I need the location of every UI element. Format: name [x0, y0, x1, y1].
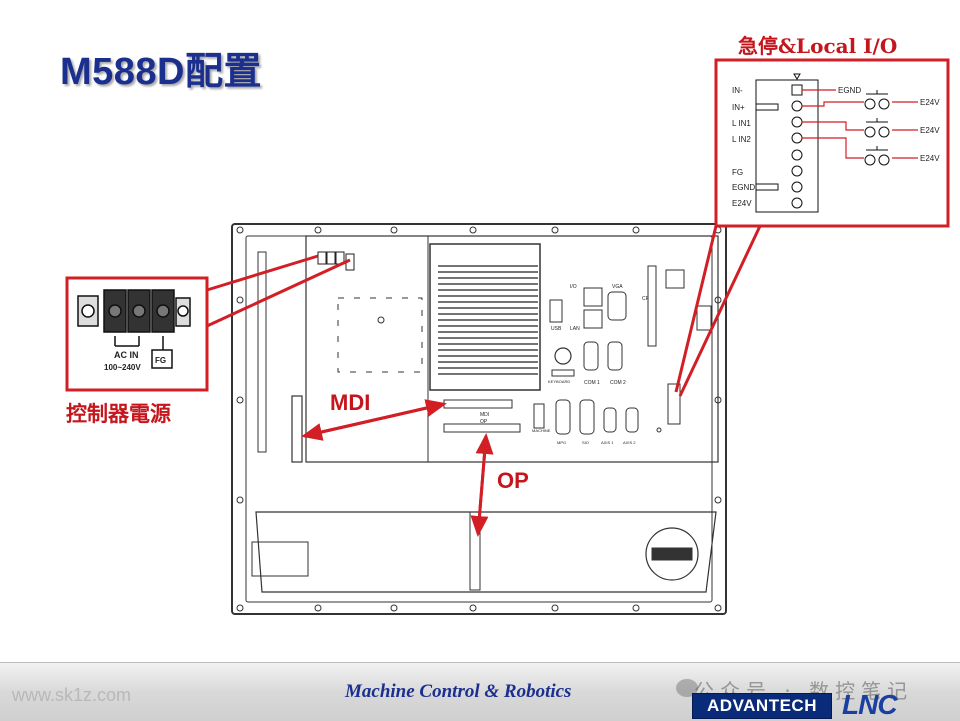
op-arrow-back	[475, 433, 494, 535]
voltage-range-label: 100~240V	[104, 363, 141, 372]
com1-label: COM 1	[584, 380, 600, 386]
ac-in-label: AC IN	[114, 350, 139, 360]
op-label: OP	[497, 468, 529, 493]
op-slot-label: OP	[480, 419, 488, 425]
usb-label: USB	[551, 326, 562, 332]
controller-power-title: 控制器電源	[66, 401, 171, 426]
connection-arrows	[301, 399, 494, 537]
footer-bar: www.sk1z.com Machine Control & Robotics …	[0, 662, 960, 721]
estop-pin-labels: IN- IN+ L IN1 L IN2 FG EGND E24V	[732, 86, 755, 208]
pin-label-egnd: EGND	[732, 183, 755, 192]
pin-label-in-minus: IN-	[732, 86, 743, 95]
keyboard-label: KEYBOARD	[548, 379, 570, 384]
footer-tagline: Machine Control & Robotics	[345, 681, 572, 702]
leader-lines	[206, 225, 762, 397]
page-title: M588D配置	[60, 51, 262, 93]
com2-label: COM 2	[610, 380, 626, 386]
cf-label: CF	[642, 296, 649, 302]
estop-wiring	[802, 89, 918, 159]
board-power-terminal	[317, 251, 355, 271]
estop-switches	[864, 90, 890, 166]
lan-label: LAN	[570, 326, 580, 332]
lnc-logo: LNC	[842, 689, 898, 720]
power-terminal-block	[77, 289, 191, 369]
fg-label: FG	[155, 356, 166, 365]
vga-label: VGA	[612, 284, 623, 290]
estop-connector	[755, 73, 819, 213]
pin-label-e24v: E24V	[732, 199, 752, 208]
mounting-holes	[236, 226, 722, 612]
estop-zoom-frame	[714, 58, 950, 228]
right-label-egnd: EGND	[838, 86, 861, 95]
right-label-e24v-2: E24V	[920, 126, 940, 135]
heatsink-fins	[438, 265, 538, 375]
controller-chassis	[231, 223, 727, 615]
mdi-label: MDI	[330, 390, 371, 415]
device-labels: USB I/O LAN VGA KEYBOARD COM 1 COM 2 CF …	[480, 284, 649, 445]
estop-io-title: 急停&Local I/O	[738, 34, 898, 58]
pin-label-lin2: L IN2	[732, 135, 751, 144]
pin-label-in-plus: IN+	[732, 103, 745, 112]
estop-right-labels: EGND E24V E24V E24V	[838, 86, 940, 163]
machine-label: MACHINE	[532, 428, 551, 433]
sio-label: SIO	[582, 440, 589, 445]
pin-label-fg: FG	[732, 168, 743, 177]
mdi-slot-label: MDI	[480, 412, 489, 418]
mpg-label: MPG	[557, 440, 566, 445]
mdi-arrow-back	[303, 399, 447, 438]
right-label-e24v-3: E24V	[920, 154, 940, 163]
axis2-label: AXIS 2	[623, 440, 636, 445]
advantech-logo: ADVANTECH	[692, 693, 832, 719]
wechat-icon	[676, 679, 698, 697]
io-label: I/O	[570, 284, 577, 290]
pin-label-lin1: L IN1	[732, 119, 751, 128]
footer-url: www.sk1z.com	[12, 685, 132, 705]
right-label-e24v-1: E24V	[920, 98, 940, 107]
axis1-label: AXIS 1	[601, 440, 614, 445]
